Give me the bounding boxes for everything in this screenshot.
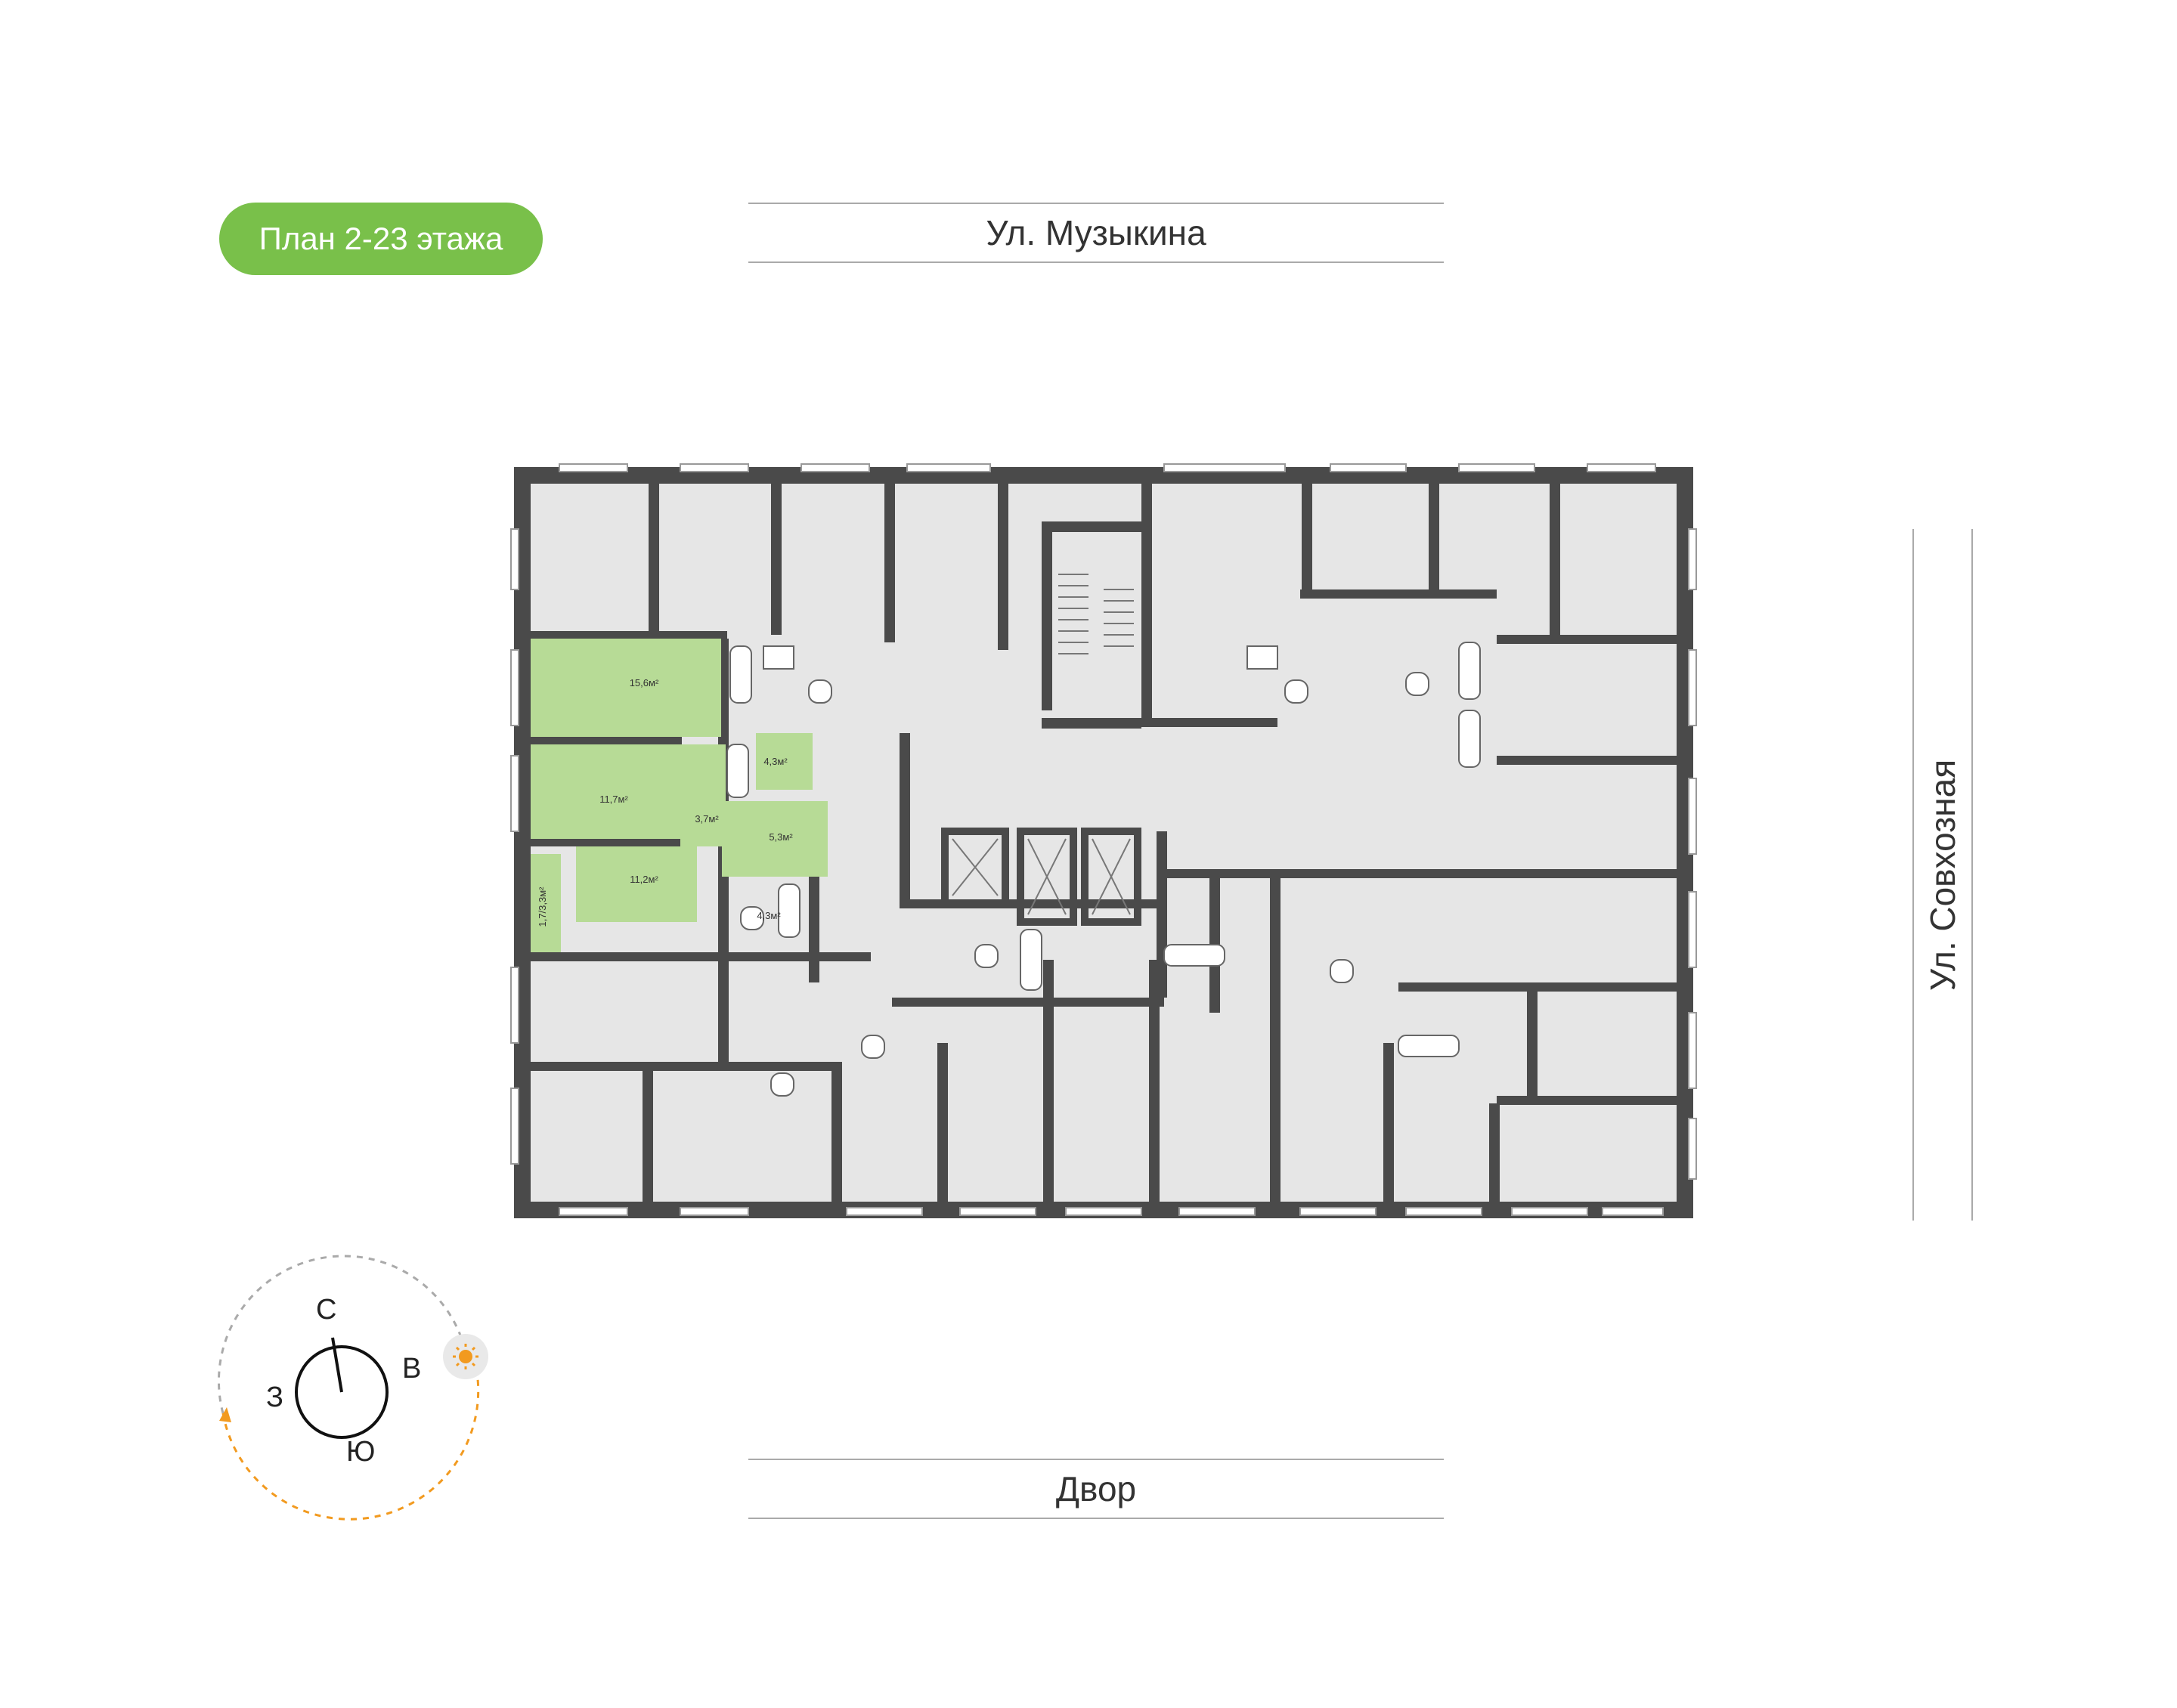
label-bath: 4,3м² [763, 756, 788, 767]
room-kitchen [722, 801, 828, 877]
label-bath-2: 4,3м² [757, 910, 781, 921]
compass-north: С [316, 1294, 337, 1326]
label-balcony: 1,7/3,3м² [537, 886, 548, 927]
room-living-3 [576, 846, 697, 922]
street-label-bottom: Двор [748, 1459, 1444, 1519]
elevators [941, 828, 1141, 926]
windows [510, 463, 1697, 1216]
sun-path-arc [221, 1367, 480, 1521]
room-living-2 [531, 744, 682, 839]
room-living-1 [531, 639, 721, 737]
label-living-2: 11,7м² [599, 794, 628, 805]
compass-arc-top [217, 1255, 466, 1414]
label-kitchen: 5,3м² [769, 831, 793, 843]
room-bath [756, 733, 813, 790]
compass-dial [295, 1345, 389, 1439]
compass-needle [331, 1337, 343, 1393]
compass [217, 1255, 488, 1521]
compass-south: Ю [346, 1436, 376, 1468]
room-labels: 15,6м² 11,7м² 11,2м² 3,7м² 5,3м² 4,3м² 4… [537, 677, 793, 927]
fixtures [726, 642, 1481, 1097]
room-hall [680, 744, 726, 846]
label-living-3: 11,2м² [630, 874, 658, 885]
room-balcony [531, 854, 561, 952]
compass-west: З [266, 1382, 283, 1413]
elevator-crosses [952, 838, 1131, 915]
street-label-top: Ул. Музыкина [748, 203, 1444, 263]
highlighted-apartment [531, 639, 828, 952]
street-label-right: Ул. Совхозная [1912, 529, 1973, 1221]
floor-badge: План 2-23 этажа [219, 203, 543, 275]
label-living-1: 15,6м² [630, 677, 659, 688]
sun-icon [453, 1344, 478, 1369]
sun-direction-arrow [219, 1407, 231, 1422]
compass-east: В [402, 1353, 422, 1385]
label-hall: 3,7м² [695, 813, 719, 825]
stair-core [1052, 532, 1141, 718]
